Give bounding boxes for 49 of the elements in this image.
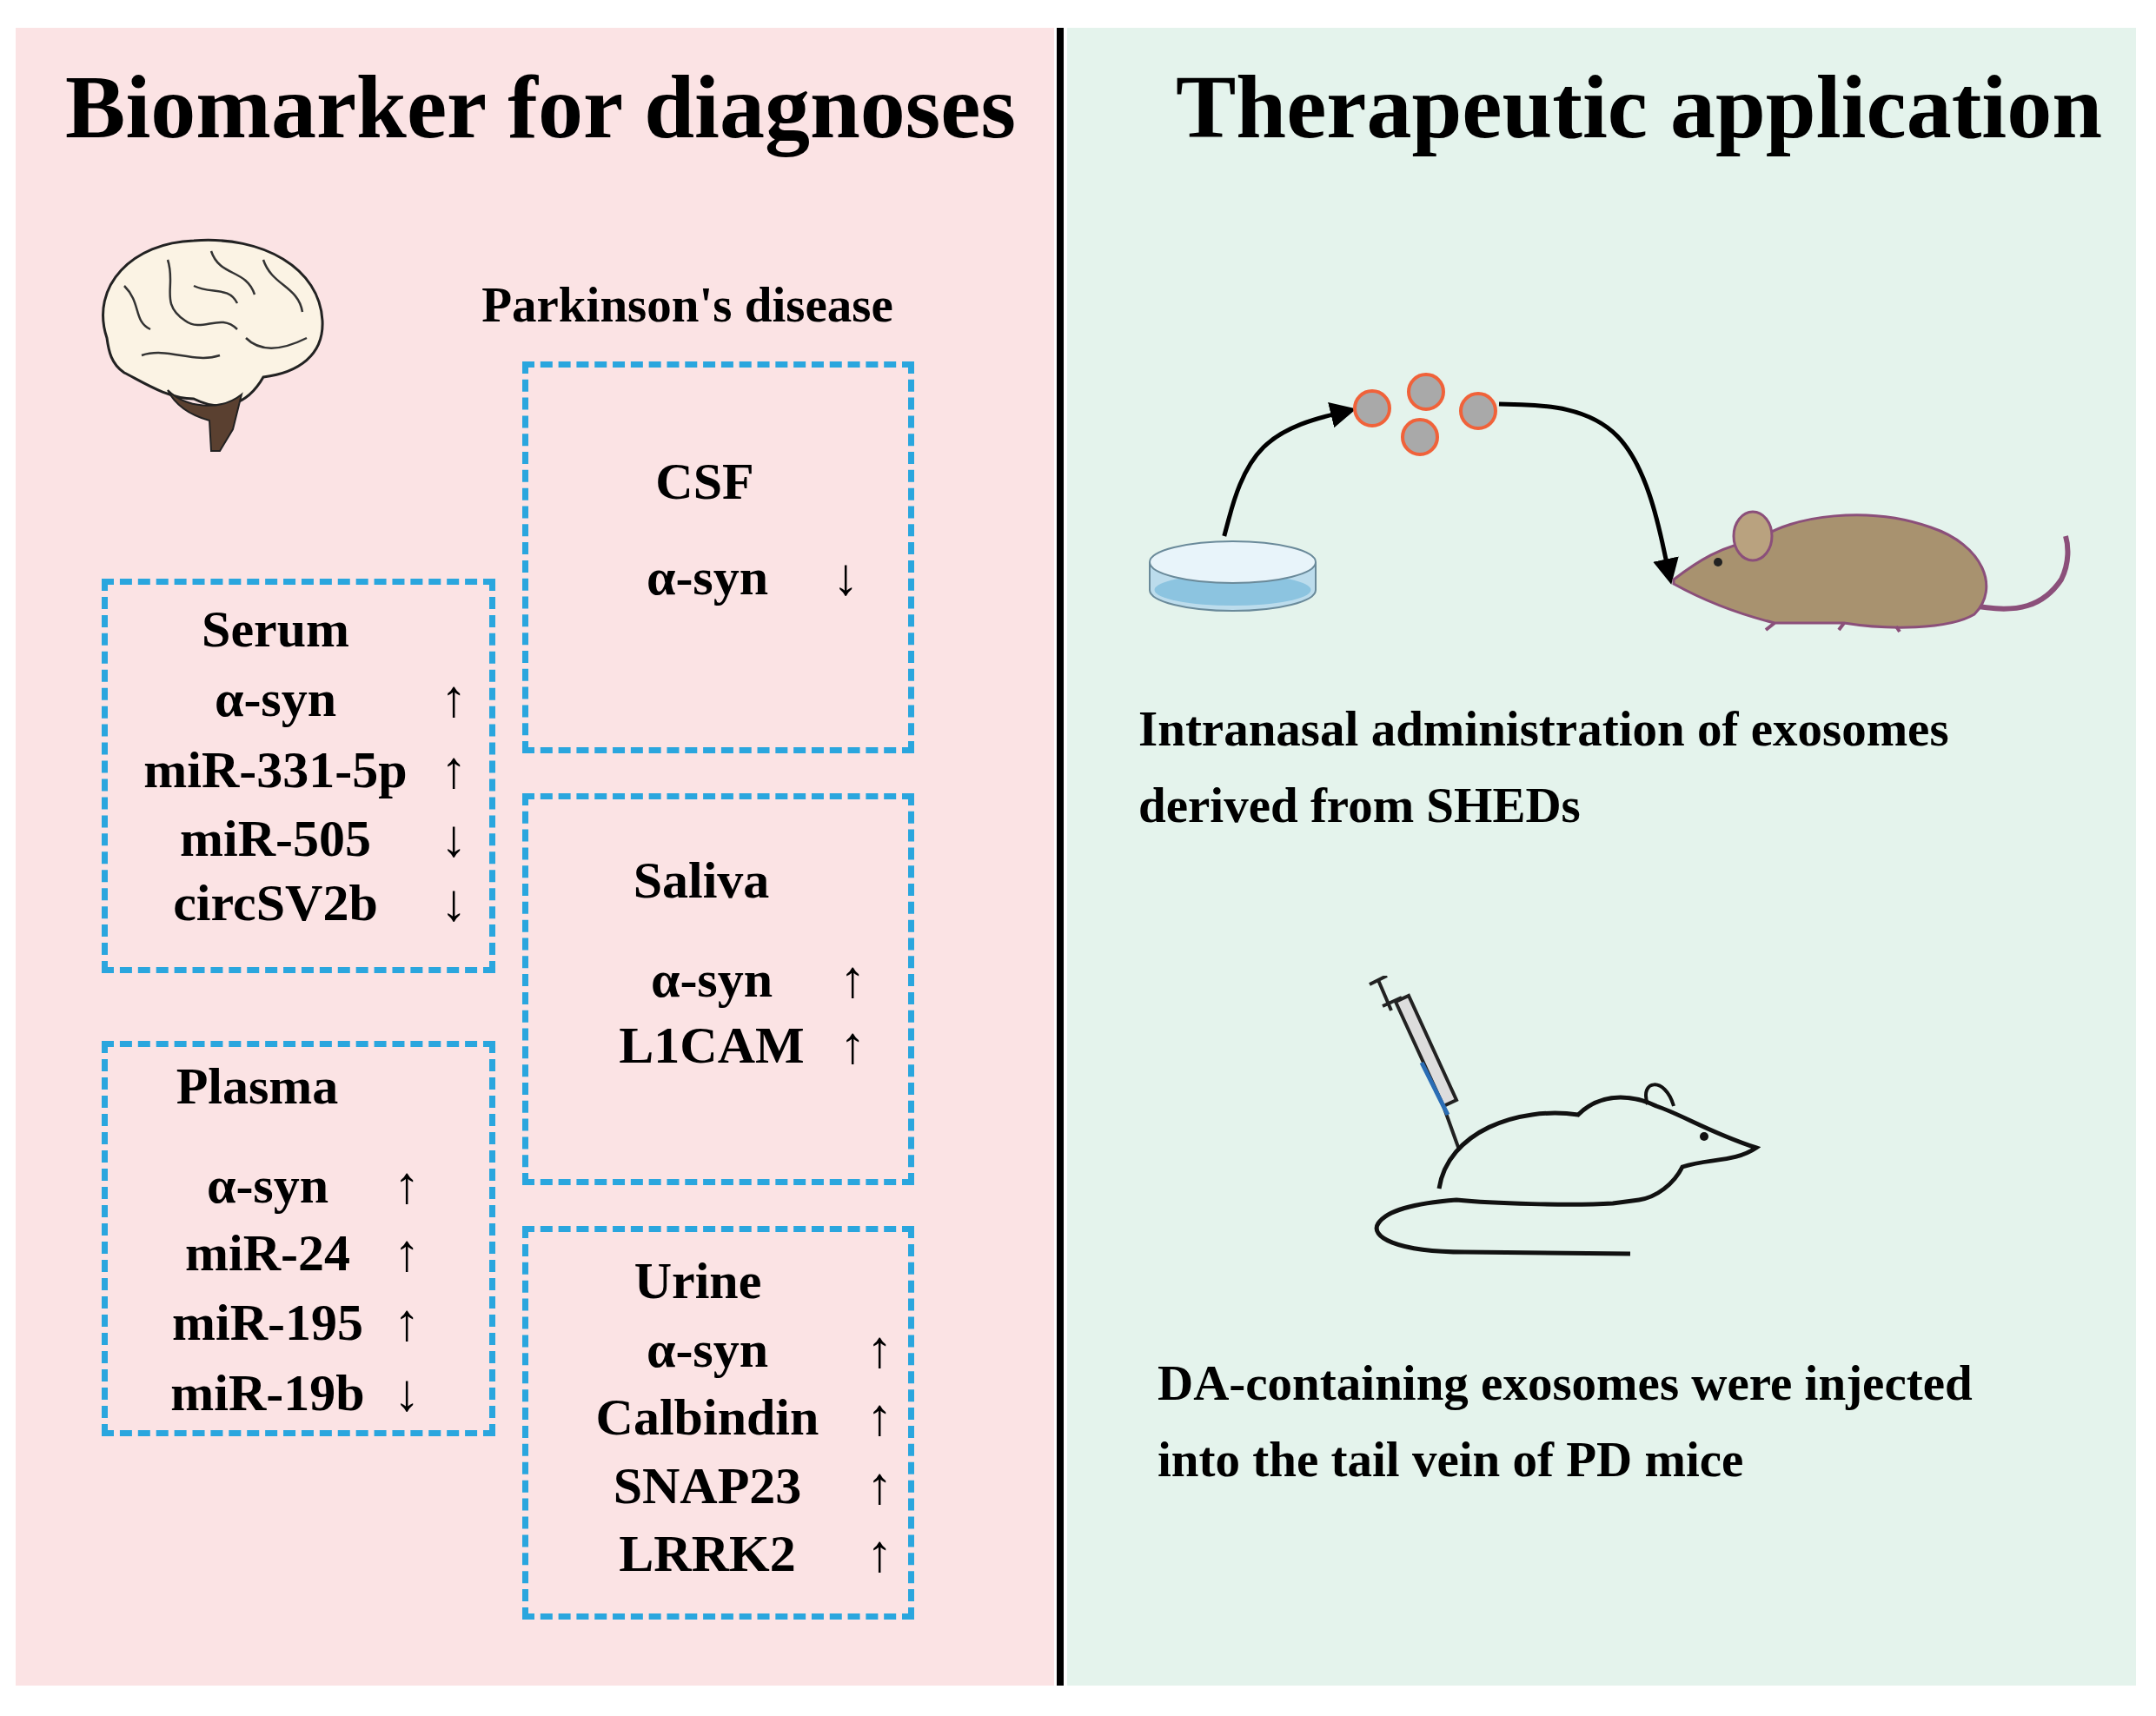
biomarker-box <box>522 361 914 753</box>
trend-arrow: ↑ <box>394 1155 420 1216</box>
biomarker-name: circSV2b <box>173 872 378 933</box>
trend-arrow: ↑ <box>394 1222 420 1283</box>
trend-arrow: ↑ <box>441 668 467 729</box>
trend-arrow: ↑ <box>394 1292 420 1353</box>
trend-arrow: ↑ <box>839 1015 866 1076</box>
caption-text: DA-containing exosomes were injected into the tail vein of PD mice <box>1158 1355 1974 1488</box>
trend-arrow: ↓ <box>394 1362 420 1423</box>
biomarker-box <box>102 579 495 973</box>
disease-label: Parkinson's disease <box>481 276 893 334</box>
box-heading: CSF <box>655 451 754 512</box>
biomarker-name: SNAP23 <box>613 1455 802 1516</box>
trend-arrow: ↑ <box>866 1523 892 1584</box>
biomarker-box <box>522 793 914 1185</box>
biomarker-name: miR-24 <box>185 1222 350 1283</box>
trend-arrow: ↑ <box>441 739 467 800</box>
biomarker-name: α-syn <box>206 1155 329 1216</box>
biomarker-name: α-syn <box>646 547 769 607</box>
biomarker-name: Calbindin <box>595 1387 819 1448</box>
biomarker-name: α-syn <box>646 1319 769 1380</box>
exosome-cluster-drawing <box>1351 371 1499 458</box>
biomarker-name: α-syn <box>214 668 337 729</box>
biomarker-name: LRRK2 <box>619 1523 796 1584</box>
biomarker-name: miR-505 <box>180 808 371 869</box>
panel-background <box>16 28 1054 1686</box>
biomarker-name: miR-195 <box>172 1292 363 1353</box>
panel-title: Therapeutic application <box>1175 55 2103 158</box>
caption-text: Intranasal administration of exosomes derived from SHEDs <box>1138 700 1950 834</box>
box-heading: Saliva <box>633 850 770 911</box>
curved-arrow <box>1498 401 1679 585</box>
trend-arrow: ↓ <box>833 547 859 607</box>
box-heading: Urine <box>634 1250 762 1311</box>
trend-arrow: ↑ <box>866 1455 892 1516</box>
biomarker-box <box>102 1041 495 1436</box>
panel-background <box>1067 28 2136 1686</box>
biomarker-box <box>522 1226 914 1620</box>
trend-arrow: ↑ <box>839 949 866 1010</box>
trend-arrow: ↓ <box>441 872 467 933</box>
trend-arrow: ↑ <box>866 1319 892 1380</box>
trend-arrow: ↑ <box>866 1387 892 1448</box>
biomarker-name: miR-19b <box>170 1362 365 1423</box>
trend-arrow: ↓ <box>441 808 467 869</box>
panel-title: Biomarker for diagnoses <box>65 55 1016 158</box>
biomarker-name: α-syn <box>650 949 773 1010</box>
biomarker-name: L1CAM <box>619 1015 805 1076</box>
biomarker-name: miR-331-5p <box>143 739 408 800</box>
box-heading: Plasma <box>176 1056 339 1116</box>
box-heading: Serum <box>202 599 349 659</box>
